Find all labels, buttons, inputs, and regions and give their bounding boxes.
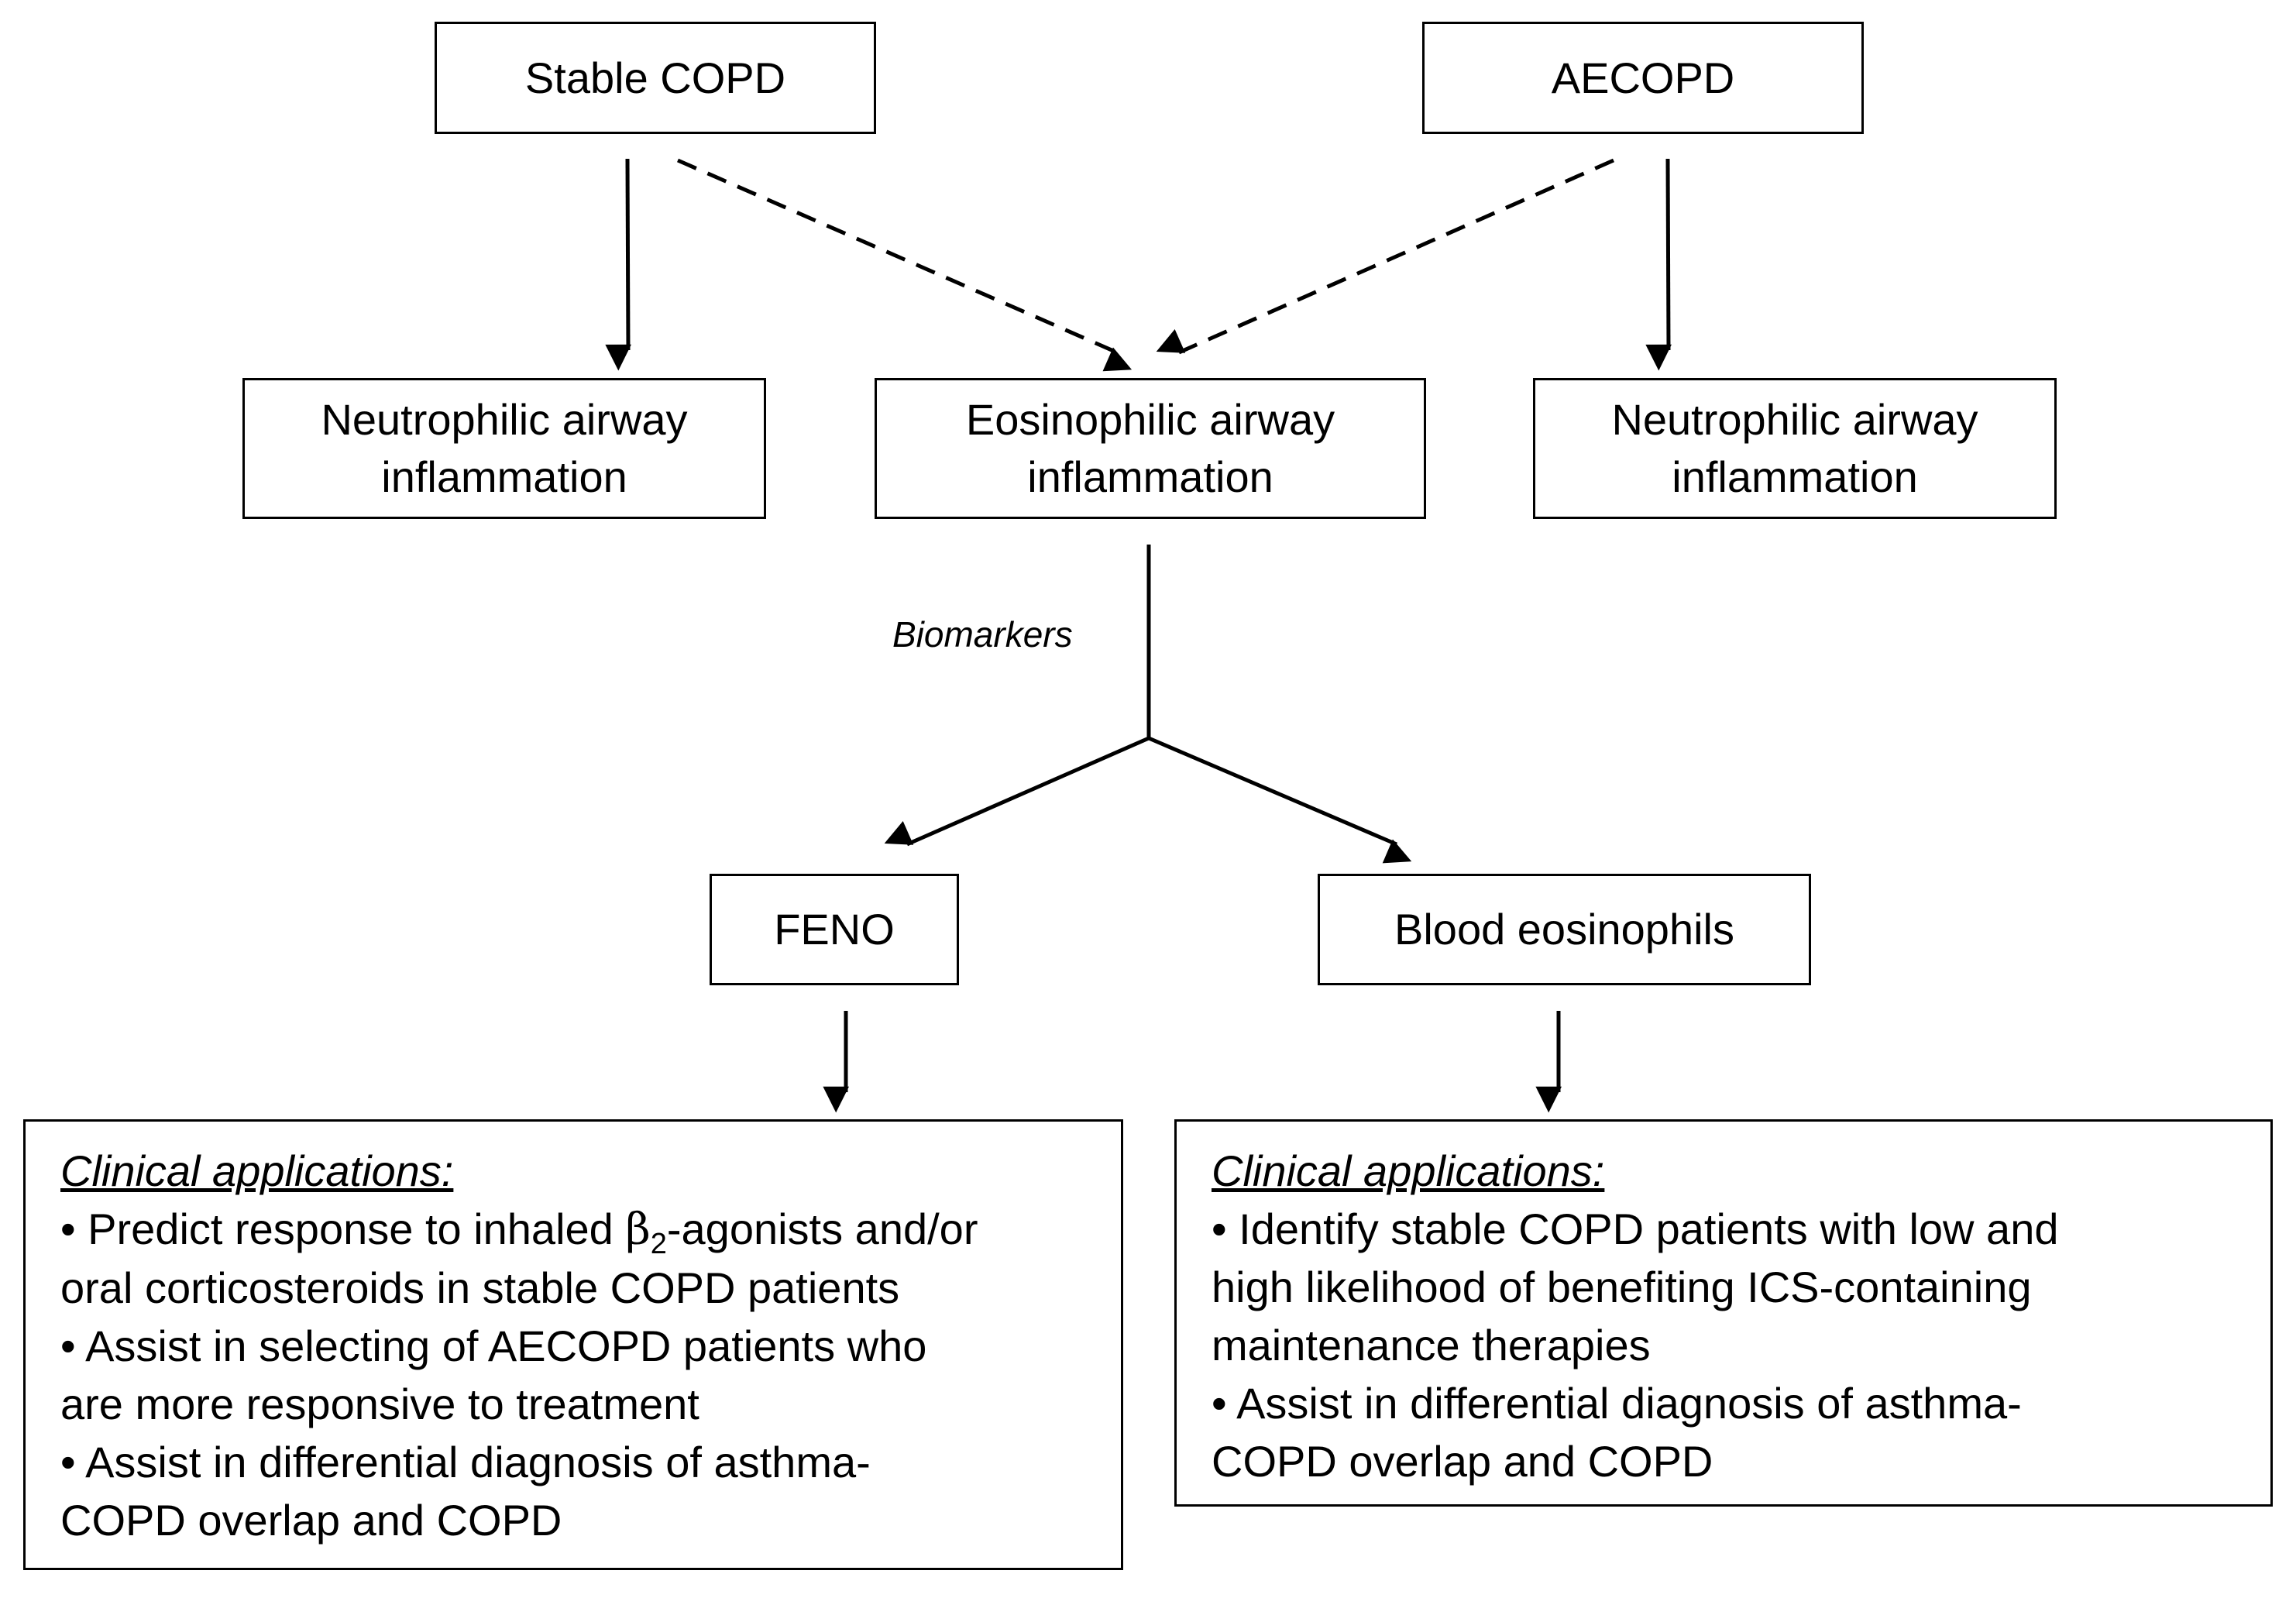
- node-neutrophilic-left: Neutrophilic airway inflammation: [242, 378, 766, 519]
- node-label: FENO: [774, 905, 895, 954]
- node-label: Stable COPD: [524, 53, 786, 102]
- node-blood-eosinophils: Blood eosinophils: [1318, 874, 1811, 985]
- applications-heading: Clinical applications:: [60, 1146, 454, 1195]
- node-eosinophilic: Eosinophilic airway inflammation: [875, 378, 1426, 519]
- applications-bullet-1-line-3: maintenance therapies: [1212, 1321, 1651, 1369]
- arrow-biomarkers-to-feno: [884, 736, 1150, 847]
- biomarkers-label: Biomarkers: [892, 614, 1073, 655]
- applications-heading: Clinical applications:: [1212, 1146, 1605, 1195]
- applications-bullet-1-line-2: oral corticosteroids in stable COPD pati…: [60, 1263, 900, 1312]
- applications-bullet-1-line-1: • Identify stable COPD patients with low…: [1212, 1205, 2059, 1253]
- applications-bullet-3-line-2: COPD overlap and COPD: [60, 1496, 562, 1545]
- applications-bullet-1-line-1: • Predict response to inhaled β2-agonist…: [60, 1205, 978, 1260]
- node-feno: FENO: [710, 874, 959, 985]
- node-label-line1: Neutrophilic airway: [321, 395, 688, 444]
- subscript-2: 2: [650, 1228, 667, 1260]
- node-label-line1: Eosinophilic airway: [965, 395, 1335, 444]
- node-label-line2: inflammation: [381, 452, 627, 501]
- arrow-aecopd-to-neutrophilic: [1645, 158, 1672, 371]
- node-neutrophilic-right: Neutrophilic airway inflammation: [1533, 378, 2057, 519]
- node-label-line2: inflammation: [1672, 452, 1918, 501]
- arrow-stable-to-neutrophilic: [605, 158, 631, 371]
- beta-symbol: β: [625, 1205, 651, 1255]
- feno-clinical-applications: Clinical applications: • Predict respons…: [23, 1119, 1123, 1570]
- applications-bullet-3-line-1: • Assist in differential diagnosis of as…: [60, 1438, 871, 1486]
- node-label: AECOPD: [1551, 53, 1735, 102]
- applications-bullet-1-line-2: high likelihood of benefiting ICS-contai…: [1212, 1263, 2032, 1311]
- applications-bullet-2-line-2: are more responsive to treatment: [60, 1380, 699, 1428]
- applications-bullet-2-line-2: COPD overlap and COPD: [1212, 1437, 1713, 1486]
- node-label-line1: Neutrophilic airway: [1611, 395, 1978, 444]
- arrow-aecopd-to-eosinophilic: [1156, 158, 1615, 355]
- node-stable-copd: Stable COPD: [435, 22, 876, 134]
- blood-eosinophils-clinical-applications: Clinical applications: • Identify stable…: [1174, 1119, 2273, 1507]
- arrow-stable-to-eosinophilic: [676, 158, 1133, 372]
- arrow-biomarkers-to-blood: [1148, 736, 1412, 864]
- applications-bullet-2-line-1: • Assist in selecting of AECOPD patients…: [60, 1321, 927, 1370]
- node-label: Blood eosinophils: [1394, 905, 1734, 954]
- applications-bullet-2-line-1: • Assist in differential diagnosis of as…: [1212, 1379, 2022, 1428]
- node-aecopd: AECOPD: [1422, 22, 1864, 134]
- node-label-line2: inflammation: [1027, 452, 1273, 501]
